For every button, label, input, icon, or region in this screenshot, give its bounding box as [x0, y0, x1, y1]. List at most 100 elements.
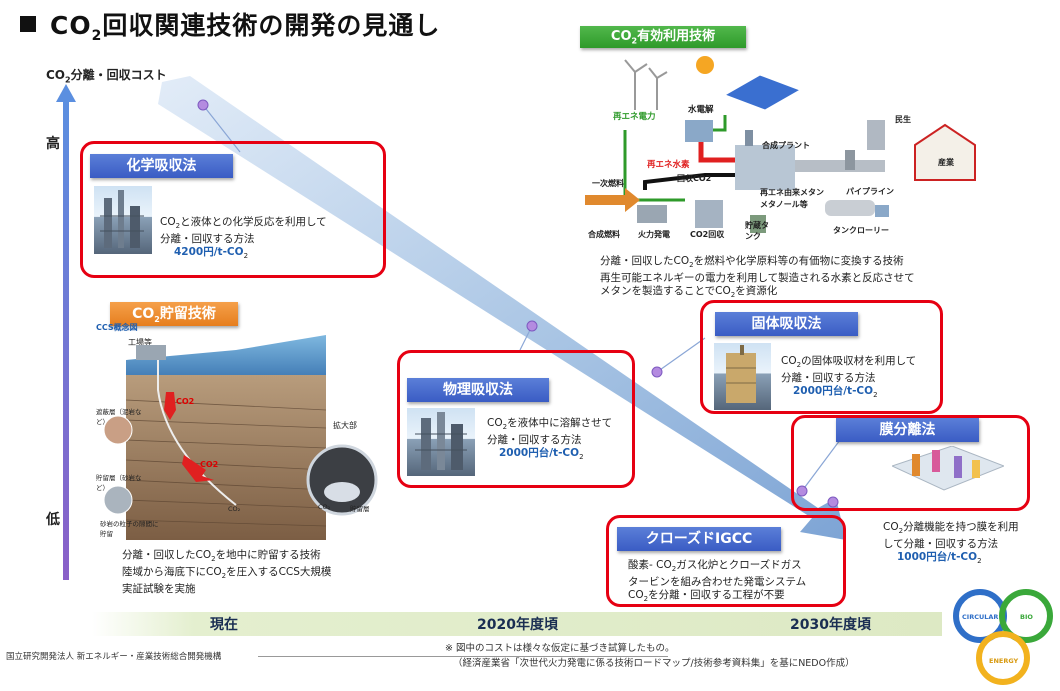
bio-ring: [999, 589, 1053, 643]
label-methane: 再エネ由来メタン: [760, 188, 824, 197]
chemical-absorption-header: 化学吸収法: [90, 154, 233, 178]
ccs-pores-label: 砂岩の粒子の隙間に貯留: [100, 520, 159, 538]
utilization-header: CO2有効利用技術: [580, 26, 746, 48]
ccs-layer2-label: 貯留層（砂岩など）: [96, 474, 142, 492]
wind-turbine-icon: [624, 59, 668, 110]
label-co2-capture: CO2回収: [690, 230, 725, 239]
circular-bio-energy-logo: [953, 589, 1053, 685]
rock-layers: [125, 399, 327, 527]
connector-membrane: [801, 439, 841, 492]
timeline-now: 現在: [210, 617, 238, 633]
label-recovered-co2: 回収CO2: [677, 174, 712, 183]
solid-plant-photo: [714, 343, 771, 410]
storage-tank: [750, 215, 766, 233]
logo-energy: ENERGY: [989, 657, 1019, 665]
label-residential: 民生: [895, 115, 911, 124]
point-physical: [526, 320, 538, 332]
ccs-layer1-label: 遮蔽層（泥岩など）: [96, 408, 142, 426]
co2-arrow: [643, 173, 740, 190]
co2-arrow-2: [182, 455, 214, 482]
pipeline: [795, 160, 885, 172]
ccs-diagram: [103, 335, 378, 540]
footer-note1: ※ 図中のコストは様々な仮定に基づき試算したもの。: [445, 643, 675, 654]
label-thermal: 火力発電: [638, 230, 670, 239]
factory-building: [914, 123, 976, 181]
co2-bubble: [324, 482, 360, 502]
connector-solid: [656, 337, 706, 373]
label-tanker: タンクローリー: [833, 226, 889, 235]
logo-circular: CIRCULAR: [962, 613, 999, 621]
timeline-bar: [92, 612, 942, 636]
label-synth-fuel: 合成燃料: [588, 230, 620, 239]
logo-bio: BIO: [1020, 613, 1033, 621]
membrane-equipment-image: [892, 446, 1004, 491]
primary-fuel-arrow: [585, 188, 640, 212]
chemical-absorption-box: [80, 141, 386, 278]
cost-trend-arrow: [158, 76, 846, 540]
solar-panel-icon: [723, 74, 802, 111]
connector-chemical: [202, 104, 241, 153]
reservoir-sample: [103, 485, 133, 515]
page-title: CO2回収関連技術の開発の見通し: [20, 6, 440, 44]
ccs-co2-label-b: CO2: [200, 460, 219, 469]
membrane-box: [791, 415, 1030, 511]
membrane-desc: CO2分離機能を持つ膜を利用 して分離・回収する方法 1000円台/t-CO2: [883, 521, 1019, 566]
footer-rule: [258, 656, 668, 657]
solid-absorption-box: [700, 300, 943, 414]
igcc-box: [606, 515, 846, 607]
label-methanol: メタノール等: [760, 200, 808, 209]
energy-ring: [976, 631, 1030, 685]
sun-icon: [696, 56, 714, 74]
earth-block: [126, 375, 326, 540]
expanded-view: [306, 444, 378, 516]
point-membrane: [796, 485, 808, 497]
solid-absorption-header: 固体吸収法: [715, 312, 858, 336]
synthesis-plant: [735, 145, 795, 190]
ccs-expand-label: 拡大部: [333, 421, 357, 430]
physical-absorption-box: [397, 350, 635, 488]
y-axis-label: CO2分離・回収コスト: [46, 68, 167, 85]
tanker-truck: [825, 200, 875, 216]
label-renew-power: 再エネ電力: [613, 112, 656, 122]
ccs-co2-small: CO₂: [228, 505, 241, 513]
label-synth-plant: 合成プラント: [762, 141, 810, 150]
solid-desc: CO2の固体吸収材を利用して 分離・回収する方法 2000円台/t-CO2: [781, 355, 917, 400]
title-bullet: [20, 16, 36, 32]
injection-well: [157, 360, 237, 506]
timeline-2030: 2030年度頃: [790, 617, 871, 633]
physical-desc: CO2を液体中に溶解させて 分離・回収する方法 2000円台/t-CO2: [487, 417, 613, 462]
utilization-desc: 分離・回収したCO2を燃料や化学原料等の有価物に変換する技術 再生可能エネルギー…: [600, 255, 915, 300]
electrolyzer-unit: [685, 120, 713, 142]
ccs-diagram-title: CCS概念図: [96, 323, 138, 332]
co2-capture-unit: [695, 200, 723, 228]
membrane-header: 膜分離法: [836, 418, 979, 442]
footer-note2: （経済産業省「次世代火力発電に係る技術ロードマップ/技術参考資料集」を基にNED…: [453, 658, 855, 669]
ccs-plant-label: 工場等: [128, 338, 152, 347]
point-solid: [651, 366, 663, 378]
ccs-co2-label-a: CO2: [176, 397, 195, 406]
residential-building: [867, 120, 885, 150]
y-axis-low: 低: [46, 512, 60, 528]
chemical-desc: CO2と液体との化学反応を利用して 分離・回収する方法 4200円/t-CO2: [160, 216, 327, 261]
label-industry: 産業: [938, 158, 954, 167]
label-renew-h2: 再エネ水素: [647, 160, 690, 170]
igcc-header: クローズドIGCC: [617, 527, 781, 551]
ccs-co2-bubble-label: CO₂: [318, 503, 331, 511]
thermal-plant: [637, 205, 667, 223]
label-primary-fuel: 一次燃料: [592, 179, 624, 188]
chemical-plant-photo: [94, 186, 152, 254]
label-storage-tank: 貯蔵タンク: [745, 221, 769, 241]
y-axis: [63, 100, 69, 580]
physical-plant-photo: [407, 408, 475, 476]
plant-facility: [136, 345, 166, 360]
point-igcc: [827, 496, 839, 508]
storage-header: CO2貯留技術: [110, 302, 238, 326]
storage-desc: 分離・回収したCO2を地中に貯留する技術 陸域から海底下にCO2を圧入するCCS…: [122, 549, 332, 596]
co2-arrow-1: [164, 392, 176, 420]
ccs-storage-small: 貯留層: [350, 505, 370, 513]
hydrogen-arrow: [698, 142, 735, 163]
label-electrolysis: 水電解: [688, 105, 714, 115]
caprock-sample: [103, 415, 133, 445]
timeline-2020: 2020年度頃: [477, 617, 558, 633]
